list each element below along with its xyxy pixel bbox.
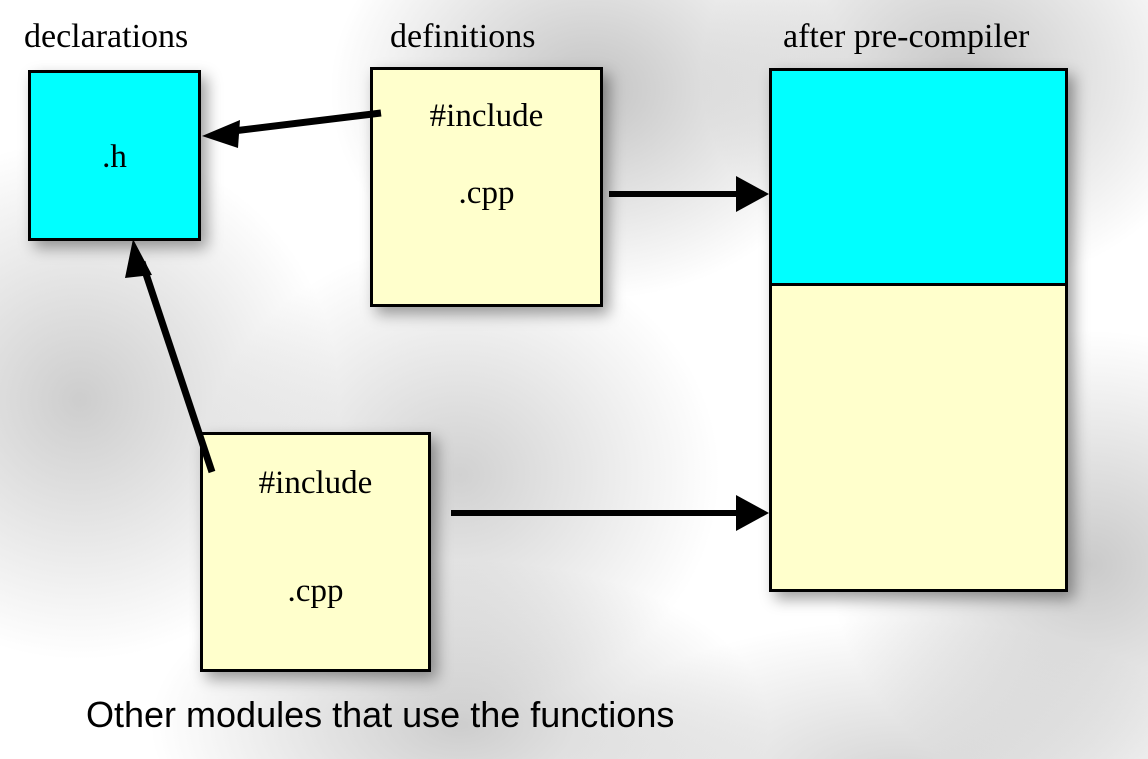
definitions-cpp-extension-label: .cpp — [458, 175, 515, 211]
heading-definitions: definitions — [390, 18, 536, 55]
translation-unit-header-section — [772, 71, 1065, 286]
header-file-box[interactable]: .h — [28, 70, 201, 241]
definitions-cpp-include-label: #include — [429, 98, 544, 134]
other-module-cpp-extension-label: .cpp — [287, 573, 344, 609]
heading-declarations: declarations — [24, 18, 189, 55]
background-bloom-bottom-right — [560, 620, 1148, 759]
arrow-other-to-unit-bottom — [451, 495, 769, 531]
other-module-cpp-box[interactable]: #include .cpp — [200, 432, 431, 672]
arrow-other-to-header — [125, 239, 216, 474]
arrow-definitions-to-unit-top — [609, 176, 769, 212]
header-file-box-label: .h — [102, 139, 127, 175]
definitions-cpp-box[interactable]: #include .cpp — [370, 67, 603, 307]
other-module-cpp-include-label: #include — [258, 465, 373, 501]
arrow-definitions-to-header — [202, 109, 382, 148]
translation-unit-box[interactable] — [769, 68, 1068, 592]
heading-after-pre-compiler: after pre-compiler — [783, 18, 1030, 55]
bottom-caption: Other modules that use the functions — [86, 694, 675, 735]
